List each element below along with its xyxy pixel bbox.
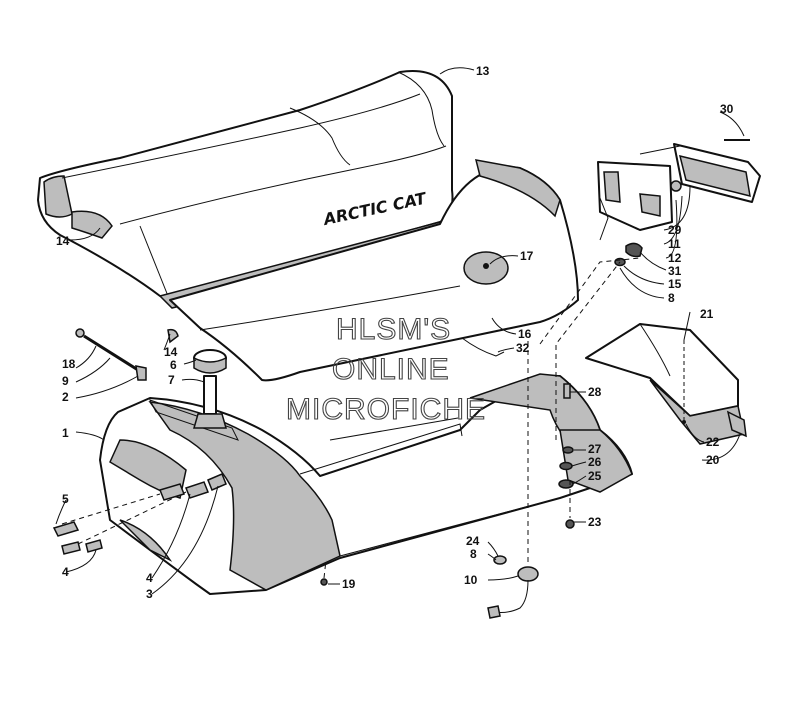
callout-9: 9 [62, 374, 69, 388]
callout-6: 6 [170, 358, 177, 372]
fuel-tank-chassis [99, 373, 633, 595]
callout-19: 19 [342, 577, 356, 591]
watermark-line-1: HLSM'S [336, 313, 451, 346]
callout-17: 17 [520, 249, 534, 263]
callout-22: 22 [706, 435, 720, 449]
callout-16: 16 [518, 327, 532, 341]
callout-28: 28 [588, 385, 602, 399]
flap-bracket [585, 323, 747, 445]
callout-2: 2 [62, 390, 69, 404]
callout-13: 13 [476, 64, 490, 78]
watermark-line-3: MICROFICHE [286, 393, 486, 426]
watermark: HLSM'S ONLINE MICROFICHE [285, 312, 486, 426]
callout-23: 23 [588, 515, 602, 529]
callout-15: 15 [668, 277, 682, 291]
callout-27: 27 [588, 442, 602, 456]
callout-11: 11 [668, 237, 681, 251]
callout-26: 26 [588, 455, 602, 469]
hardware-parts [52, 139, 750, 619]
callout-24: 24 [466, 534, 480, 548]
callout-8: 8 [668, 291, 675, 305]
callout-14: 14 [56, 234, 70, 248]
callout-10: 10 [464, 573, 478, 587]
fuel-cap-assembly [193, 349, 227, 429]
callout-14-lower: 14 [164, 345, 178, 359]
callout-25: 25 [588, 469, 602, 483]
callout-leaders [55, 67, 745, 595]
callout-30: 30 [720, 102, 734, 116]
callout-20: 20 [706, 453, 720, 467]
callout-18: 18 [62, 357, 76, 371]
callout-4-right: 4 [146, 571, 153, 585]
watermark-line-2: ONLINE [332, 353, 450, 386]
callout-labels: 13 30 14 17 29 11 12 31 15 8 21 16 32 14… [56, 64, 734, 601]
callout-29: 29 [668, 223, 682, 237]
callout-31: 31 [668, 264, 682, 278]
callout-5: 5 [62, 492, 69, 506]
callout-3: 3 [146, 587, 153, 601]
callout-7: 7 [168, 373, 175, 387]
taillight-assembly [597, 143, 761, 267]
callout-1: 1 [62, 426, 69, 440]
callout-8-lower: 8 [470, 547, 477, 561]
callout-12: 12 [668, 251, 682, 265]
assembly-guide-lines [61, 257, 641, 579]
callout-4-left: 4 [62, 565, 69, 579]
seat-base [169, 159, 579, 382]
callout-21: 21 [700, 307, 714, 321]
callout-32: 32 [516, 341, 530, 355]
